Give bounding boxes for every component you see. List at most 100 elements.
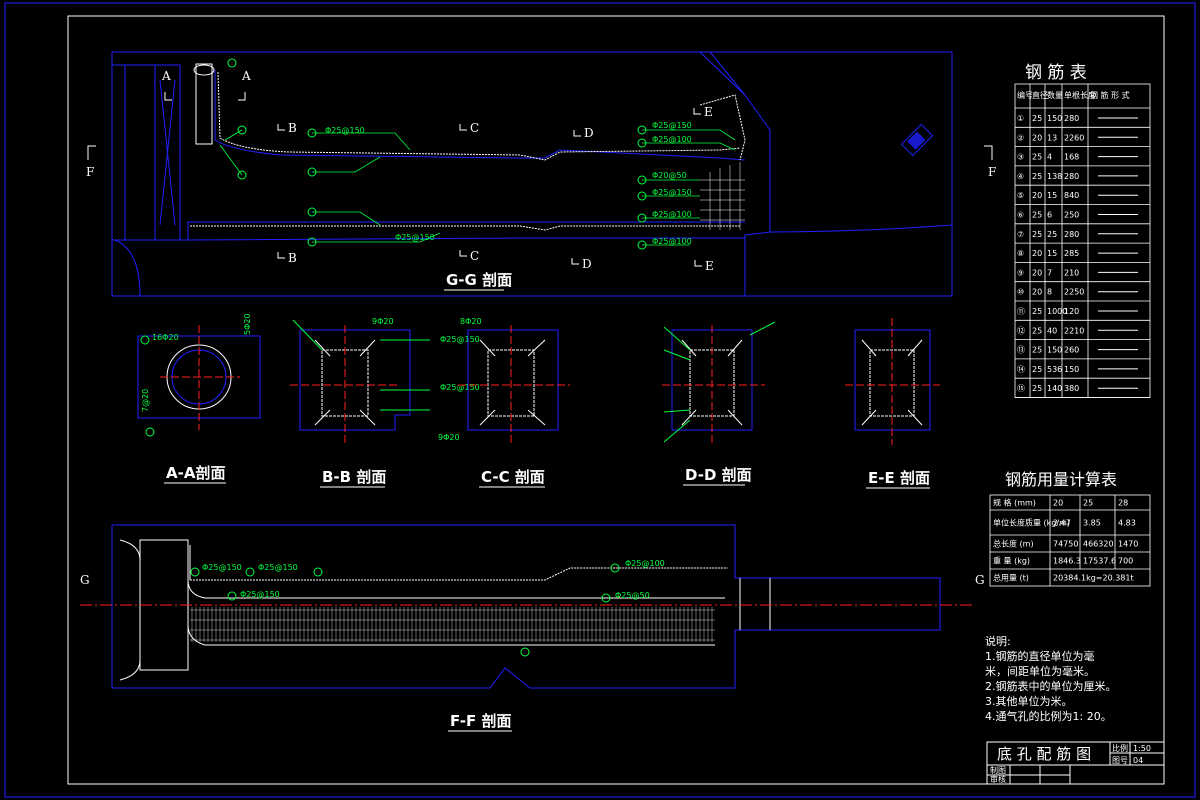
drawing-title: 底 孔 配 筋 图 <box>997 745 1091 763</box>
calc-cell: 总用量 (t) <box>993 573 1029 583</box>
cut-a-left: A <box>161 69 171 83</box>
rebar-cell: 25 <box>1032 346 1042 355</box>
calc-cell: 2.47 <box>1053 519 1071 528</box>
rebar-cell: ⑮ <box>1017 384 1025 393</box>
bb-label-mid2: Φ25@150 <box>440 383 480 392</box>
checker-label: 审核 <box>990 774 1006 784</box>
calc-cell: 单位长度质量 (kg/m) <box>993 518 1070 528</box>
rebar-cell: ⑦ <box>1017 230 1024 239</box>
rebar-header-3: 单根长度 <box>1064 90 1096 100</box>
cut-g-left: G <box>80 573 90 587</box>
title-block: 底 孔 配 筋 图 比例 1:50 图号 04 制图 审核 <box>986 741 1165 785</box>
rebar-cell: ⑨ <box>1017 268 1024 277</box>
gg-rebar-label-3: Φ25@150 <box>652 121 692 130</box>
notes-title: 说明: <box>985 634 1011 648</box>
rebar-cell: 13 <box>1047 133 1057 142</box>
rebar-cell: 2250 <box>1064 288 1084 297</box>
rebar-cell: 25 <box>1032 172 1042 181</box>
calc-cell: 规 格 (mm) <box>993 498 1036 508</box>
dd-section: D-D 剖面 <box>662 321 776 486</box>
cut-c-top: C <box>470 121 479 135</box>
ee-section: E-E 剖面 <box>845 318 940 489</box>
rebar-cell: 8 <box>1047 288 1052 297</box>
gg-rebar-label-8: Φ25@100 <box>652 237 692 246</box>
rebar-cell: 2210 <box>1064 326 1084 335</box>
rebar-cell: 20 <box>1032 268 1042 277</box>
rebar-table-title: 钢 筋 表 <box>1025 63 1087 83</box>
rebar-cell: 25 <box>1032 307 1042 316</box>
aa-label-top: 16Φ20 <box>152 333 179 342</box>
note-line-2: 米，间距单位为毫米。 <box>985 664 1095 678</box>
rebar-cell: 25 <box>1047 230 1057 239</box>
note-line-5: 4.通气孔的比例为1: 20。 <box>985 709 1112 723</box>
gg-rebar-label-2: Φ25@150 <box>395 233 435 242</box>
rebar-cell: ⑬ <box>1017 346 1025 355</box>
designer-label: 制图 <box>990 765 1006 775</box>
cut-e-bottom: E <box>705 259 714 273</box>
note-line-4: 3.其他单位为米。 <box>985 694 1073 708</box>
ff-label-1: Φ25@150 <box>202 563 242 572</box>
cut-g-right: G <box>975 573 985 587</box>
rebar-cell: 536 <box>1047 365 1062 374</box>
aa-section: 16Φ20 5Φ20 7@20 A-A剖面 <box>137 313 261 484</box>
calc-cell: 20 <box>1053 499 1063 508</box>
rebar-cell: ② <box>1017 133 1024 142</box>
cut-d-top: D <box>584 126 594 140</box>
cut-e-top: E <box>704 105 713 119</box>
calc-cell: 3.85 <box>1083 519 1101 528</box>
cut-d-bottom: D <box>582 257 592 271</box>
rebar-cell: 20 <box>1032 288 1042 297</box>
rebar-cell: 25 <box>1032 384 1042 393</box>
rebar-cell: 20 <box>1032 249 1042 258</box>
rebar-cell: ③ <box>1017 153 1024 162</box>
rebar-cell: 280 <box>1064 114 1079 123</box>
rebar-cell: 840 <box>1064 191 1079 200</box>
rebar-cell: 20 <box>1032 191 1042 200</box>
rebar-cell: 150 <box>1047 114 1062 123</box>
rebar-cell: 20 <box>1032 133 1042 142</box>
rebar-cell: 2260 <box>1064 133 1084 142</box>
cut-f-right: F <box>988 165 996 179</box>
bb-section: 9Φ20 Φ25@150 Φ25@150 9Φ20 B-B 剖面 <box>290 317 480 488</box>
rebar-cell: ⑭ <box>1017 365 1025 374</box>
gg-outline <box>112 51 953 297</box>
cut-b-top: B <box>288 121 297 135</box>
calc-cell: 700 <box>1118 557 1133 566</box>
ff-label-4: Φ25@150 <box>240 590 280 599</box>
calc-cell: 25 <box>1083 499 1093 508</box>
cut-c-bottom: C <box>470 249 479 263</box>
gg-rebar-label-7: Φ25@100 <box>652 210 692 219</box>
calc-cell: 17537.6 <box>1083 557 1116 566</box>
calc-cell: 4.83 <box>1118 519 1136 528</box>
bb-section-title: B-B 剖面 <box>322 468 386 486</box>
rebar-cell: ⑪ <box>1017 307 1025 316</box>
rebar-header-0: 编号 <box>1017 90 1033 100</box>
rebar-cell: 25 <box>1032 365 1042 374</box>
rebar-cell: 1000 <box>1047 307 1067 316</box>
rebar-header-1: 直径 <box>1032 90 1048 100</box>
rebar-cell: 6 <box>1047 211 1052 220</box>
rebar-cell: 280 <box>1064 172 1079 181</box>
outer-border <box>4 2 1196 798</box>
cc-label-top: 8Φ20 <box>460 317 482 326</box>
rebar-cell: ⑥ <box>1017 211 1024 220</box>
gg-section-title: G-G 剖面 <box>446 271 512 289</box>
rebar-cell: 120 <box>1064 307 1079 316</box>
ff-label-3: Φ25@100 <box>625 559 665 568</box>
rebar-cell: 138 <box>1047 172 1062 181</box>
notes: 说明: 1.钢筋的直径单位为毫 米，间距单位为毫米。 2.钢筋表中的单位为厘米。… <box>985 634 1117 723</box>
rebar-cell: 25 <box>1032 153 1042 162</box>
calc-cell: 20384.1kg=20.381t <box>1053 574 1134 583</box>
rebar-cell: 168 <box>1064 153 1079 162</box>
cut-f-left: F <box>86 165 94 179</box>
inner-border <box>67 15 1165 785</box>
rebar-header-4: 钢 筋 形 式 <box>1090 90 1130 100</box>
rebar-cell: 210 <box>1064 268 1079 277</box>
rebar-cell: 15 <box>1047 249 1057 258</box>
gg-rebar-label-1: Φ25@150 <box>325 126 365 135</box>
rebar-cell: 25 <box>1032 114 1042 123</box>
